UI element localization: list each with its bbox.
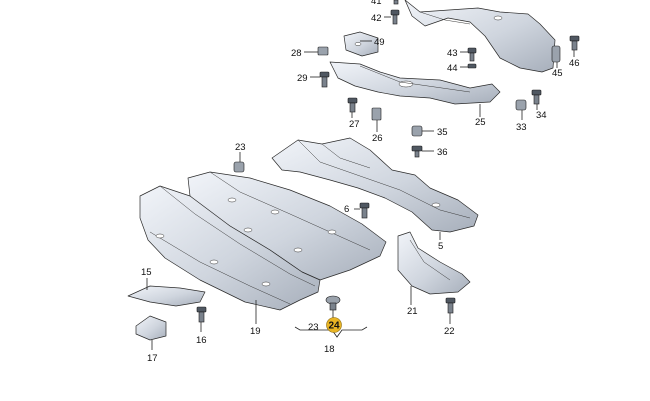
label-15: 15: [141, 267, 152, 278]
label-45: 45: [552, 68, 563, 79]
label-16: 16: [196, 335, 207, 346]
label-33: 33: [516, 122, 527, 133]
label-19: 19: [250, 326, 261, 337]
label-17: 17: [147, 353, 158, 364]
label-41: 41: [371, 0, 382, 7]
label-35: 35: [437, 127, 448, 138]
part-17-pad: [135, 315, 167, 341]
label-24: 24: [328, 321, 340, 332]
label-34: 34: [536, 110, 547, 121]
label-21: 21: [407, 306, 418, 317]
label-26: 26: [372, 133, 383, 144]
label-6: 6: [344, 204, 349, 215]
highlighted-part-24[interactable]: 24: [326, 317, 342, 333]
label-23-bottom: 23: [308, 322, 319, 333]
label-29: 29: [297, 73, 308, 84]
label-49: 49: [374, 37, 385, 48]
part-15-bracket: [127, 285, 206, 307]
label-44: 44: [447, 63, 458, 74]
part-25-rear-heat-shield: [329, 0, 556, 105]
leader-lines: [146, 16, 575, 350]
label-28: 28: [291, 48, 302, 59]
part-5-tunnel-heat-shield: [271, 137, 479, 233]
part-21-side-shield: [397, 231, 471, 295]
fasteners: [196, 0, 580, 323]
label-46: 46: [569, 58, 580, 69]
label-5: 5: [438, 241, 443, 252]
label-22: 22: [444, 326, 455, 337]
label-18: 18: [324, 344, 335, 355]
label-43: 43: [447, 48, 458, 59]
label-27: 27: [349, 119, 360, 130]
label-23-top: 23: [235, 142, 246, 153]
part-labels: 41 42 49 28 29 43 44 46 45 34 33 27 26 2…: [141, 0, 580, 364]
label-42: 42: [371, 13, 382, 24]
label-36: 36: [437, 147, 448, 158]
part-19-underbody-panel: [139, 171, 387, 311]
label-25: 25: [475, 117, 486, 128]
